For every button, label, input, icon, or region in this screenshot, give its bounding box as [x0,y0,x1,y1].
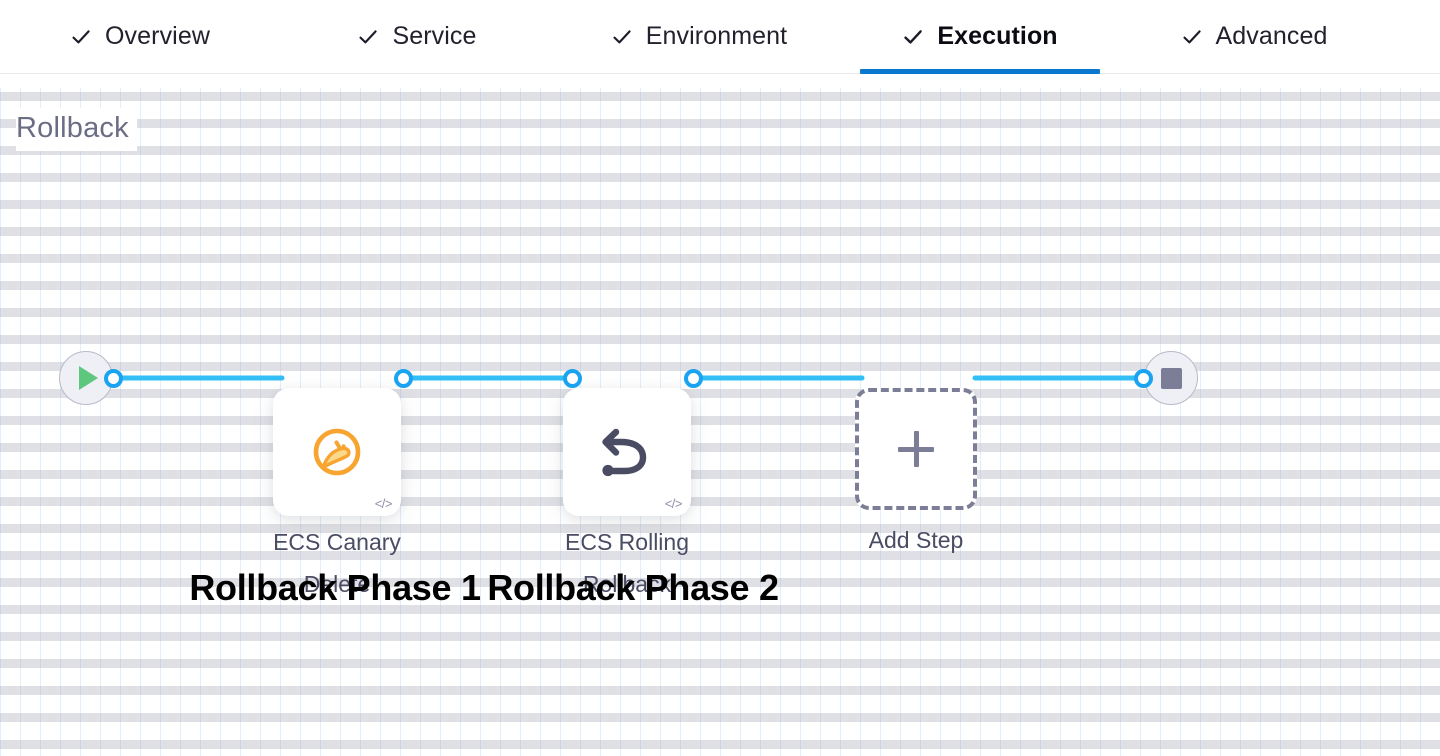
tab-label: Overview [105,22,210,50]
add-step-button[interactable] [855,388,977,510]
pipeline-connectors [110,375,1153,381]
section-title-rollback: Rollback [16,108,137,151]
step-ecs-canary-delete-input-port[interactable] [394,369,413,388]
code-badge-icon: </> [664,496,683,511]
ecs-canary-delete-icon [309,424,365,480]
play-icon [79,366,98,390]
add-step-label: Add Step [868,527,964,553]
tab-service[interactable]: Service [330,0,504,74]
stop-icon [1160,367,1182,389]
tab-label: Service [392,22,477,50]
step-ecs-canary-delete-output-port[interactable] [563,369,582,388]
check-icon [1181,26,1203,48]
tab-execution[interactable]: Execution [860,0,1100,74]
step-node-ecs-rolling-rollback[interactable]: </> [563,388,691,516]
tab-overview[interactable]: Overview [42,0,238,74]
tab-environment[interactable]: Environment [584,0,814,74]
step-label-ecs-rolling-rollback: ECS Rolling Rollback [565,529,689,597]
pipeline-canvas[interactable]: Rollback [0,74,1440,756]
canvas-top-strip [0,74,1440,88]
plus-icon-vertical [913,431,919,467]
annotation-rollback-phase-2: Rollback Phase 2 [487,567,779,608]
check-icon [70,26,92,48]
rollback-execution-graph: </> ECS Canary Delete </> ECS Rolling Ro… [0,74,1440,756]
tab-advanced[interactable]: Advanced [1148,0,1360,74]
start-node-output-port[interactable] [104,369,123,388]
rollback-undo-icon [596,423,658,481]
annotation-rollback-phase-1: Rollback Phase 1 [189,567,481,608]
start-node[interactable] [59,351,113,405]
tab-label: Advanced [1215,22,1328,50]
check-icon [902,26,924,48]
code-badge-icon: </> [374,496,393,511]
end-node-input-port[interactable] [1134,369,1153,388]
step-ecs-rolling-rollback-input-port[interactable] [684,369,703,388]
check-icon [357,26,379,48]
tab-label: Execution [937,22,1058,50]
end-node[interactable] [1144,351,1198,405]
check-icon [611,26,633,48]
tab-label: Environment [645,22,788,50]
step-node-ecs-canary-delete[interactable]: </> [273,388,401,516]
step-label-ecs-canary-delete: ECS Canary Delete [273,529,401,597]
pipeline-stage-tabs: Overview Service Environment [0,0,1440,74]
